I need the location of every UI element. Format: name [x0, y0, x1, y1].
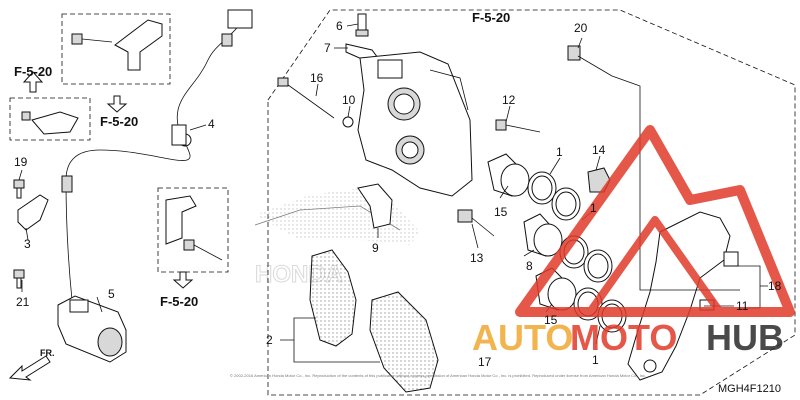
brake-pad-inner	[369, 291, 439, 393]
callout-6: 6	[336, 19, 343, 33]
callout-19: 19	[14, 155, 28, 169]
watermark-logo: AUTO MOTO HUB	[472, 125, 795, 358]
ref-label-left-mid[interactable]: F-5-20	[100, 114, 138, 129]
piston-middle	[523, 213, 563, 257]
down-arrow-icon-2	[172, 271, 194, 289]
bolt-19	[13, 179, 25, 199]
sensor-mount-bolt	[183, 239, 223, 261]
callout-11: 11	[736, 299, 749, 313]
caliper-body	[357, 51, 473, 197]
callout-1-lower: 1	[592, 353, 599, 367]
wire-clip	[31, 111, 79, 135]
sensor-mount-bracket	[165, 195, 197, 245]
sensor-bracket	[17, 194, 49, 231]
callout-1-upper: 1	[556, 145, 563, 159]
watermark-text-hub: HUB	[706, 317, 784, 358]
callout-15-lower: 15	[544, 313, 558, 327]
callout-1-middle: 1	[590, 201, 597, 215]
watermark-triangle-icon	[515, 125, 795, 317]
callout-4: 4	[208, 117, 215, 131]
piston-lower	[535, 267, 577, 311]
clip-bolt	[21, 111, 31, 121]
callout-9: 9	[372, 241, 379, 255]
wire-bracket	[114, 19, 163, 71]
clip-group-box	[9, 97, 91, 141]
ref-label-top-left[interactable]: F-5-20	[14, 64, 52, 79]
callout-14: 14	[592, 143, 606, 157]
bracket-bolt	[71, 33, 113, 45]
washer	[342, 116, 354, 128]
callout-8: 8	[526, 259, 533, 273]
sensor-bracket-group-box	[157, 187, 229, 273]
piston-seal-upper	[527, 171, 581, 221]
caliper-pin-bolt	[277, 77, 335, 119]
down-arrow-icon	[106, 95, 128, 113]
callout-21: 21	[16, 295, 30, 309]
callout-16: 16	[310, 71, 324, 85]
up-arrow-icon	[22, 71, 44, 93]
ref-label-top-center[interactable]: F-5-20	[472, 10, 510, 25]
copyright-notice: © 2002-2016 American Honda Motor Co., In…	[230, 373, 646, 378]
front-direction-arrow: FR.	[8, 348, 55, 381]
callout-18: 18	[768, 279, 782, 293]
pad-spring	[357, 183, 393, 229]
callout-17: 17	[478, 355, 492, 369]
callout-7: 7	[324, 41, 331, 55]
diagram-code: MGH4F1210	[718, 383, 781, 395]
slide-pin-13	[457, 209, 495, 237]
slide-pin-12	[495, 119, 541, 133]
callout-3: 3	[24, 237, 31, 251]
watermark-text-auto: AUTO	[472, 317, 573, 358]
speed-sensor-wire	[61, 9, 253, 301]
bolt-21	[13, 269, 25, 289]
ref-label-bottom-left[interactable]: F-5-20	[160, 294, 198, 309]
callout-10: 10	[342, 93, 356, 107]
explosion-frame	[267, 9, 796, 396]
watermark-text-moto: MOTO	[570, 317, 677, 358]
callout-15-upper: 15	[494, 205, 508, 219]
speed-sensor	[57, 295, 127, 363]
brake-pad-outer	[309, 249, 357, 347]
callout-2: 2	[266, 333, 273, 347]
callout-20: 20	[574, 21, 588, 35]
bracket-group-box	[61, 13, 171, 85]
callout-13: 13	[470, 251, 484, 265]
front-direction-label: FR.	[40, 348, 55, 358]
leader-lines	[18, 23, 768, 363]
callout-12: 12	[502, 93, 516, 107]
mount-bolt	[567, 45, 613, 77]
bleeder-valve	[355, 13, 369, 37]
piston-upper	[487, 153, 530, 197]
callout-5: 5	[108, 287, 115, 301]
